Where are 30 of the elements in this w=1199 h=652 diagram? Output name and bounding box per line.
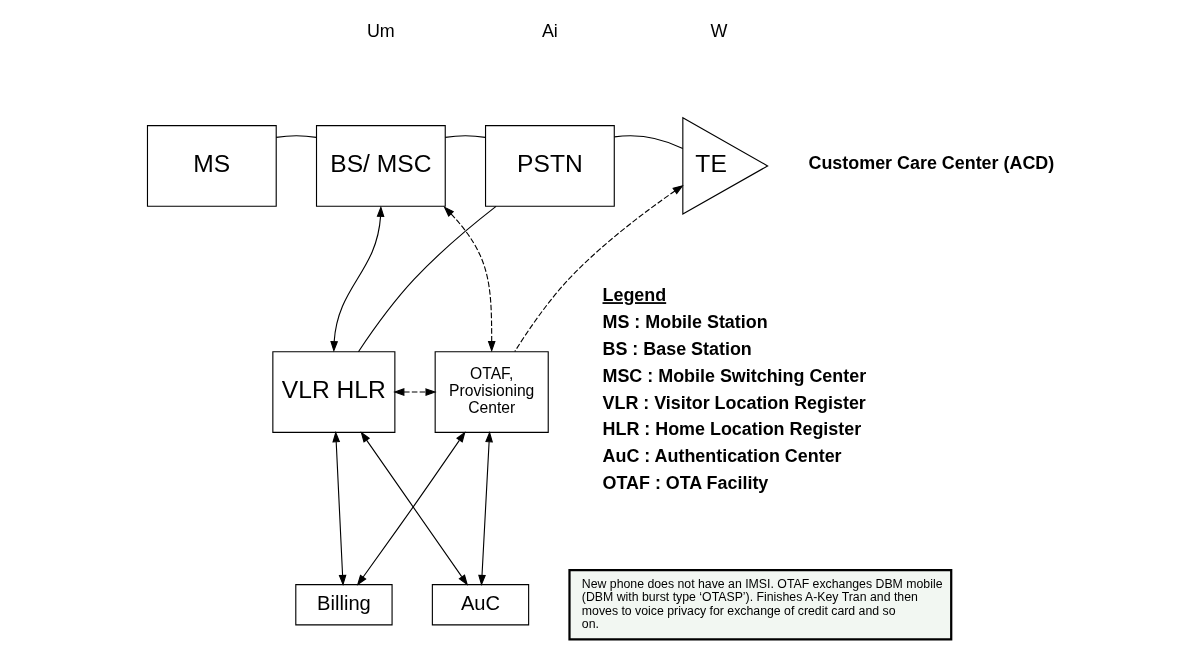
connector [357, 205, 497, 353]
arrow [329, 205, 384, 353]
connector [613, 135, 683, 149]
label: W [709, 20, 727, 41]
label: OTAF : OTA Facility [602, 473, 768, 494]
label: BS : Base Station [602, 338, 752, 359]
node-box: MS [146, 125, 277, 207]
label: MSC : Mobile Switching Center [602, 365, 866, 386]
arrow [331, 431, 346, 587]
node-box: BS/ MSC [315, 125, 446, 207]
label: HLR : Home Location Register [602, 419, 861, 440]
arrow [477, 431, 493, 587]
node-box: Billing [294, 584, 393, 626]
node-box: AuC [431, 584, 529, 626]
connector [275, 135, 317, 138]
label: MS : Mobile Station [602, 312, 768, 333]
node-box: PSTN [484, 125, 615, 207]
node-box: OTAF, Provisioning Center [434, 351, 549, 433]
node-box: New phone does not have an IMSI. OTAF exchanges DBM mobile (DBM with burst type ‘OTASP’). Finishes A-Key Tran and then moves to voice privacy for exchange of credit card and so on. [567, 568, 952, 641]
node-label: Customer Care Center (ACD) [807, 153, 1054, 174]
label: AuC : Authentication Center [602, 446, 842, 467]
label: Ai [541, 20, 558, 41]
label: Um [366, 20, 395, 41]
label: VLR : Visitor Location Register [602, 392, 866, 413]
arrow [392, 388, 437, 396]
node-box: VLR HLR [271, 351, 395, 433]
arrow [443, 206, 496, 353]
label: Legend [602, 285, 666, 306]
connector [444, 135, 486, 138]
arrow [513, 184, 684, 353]
